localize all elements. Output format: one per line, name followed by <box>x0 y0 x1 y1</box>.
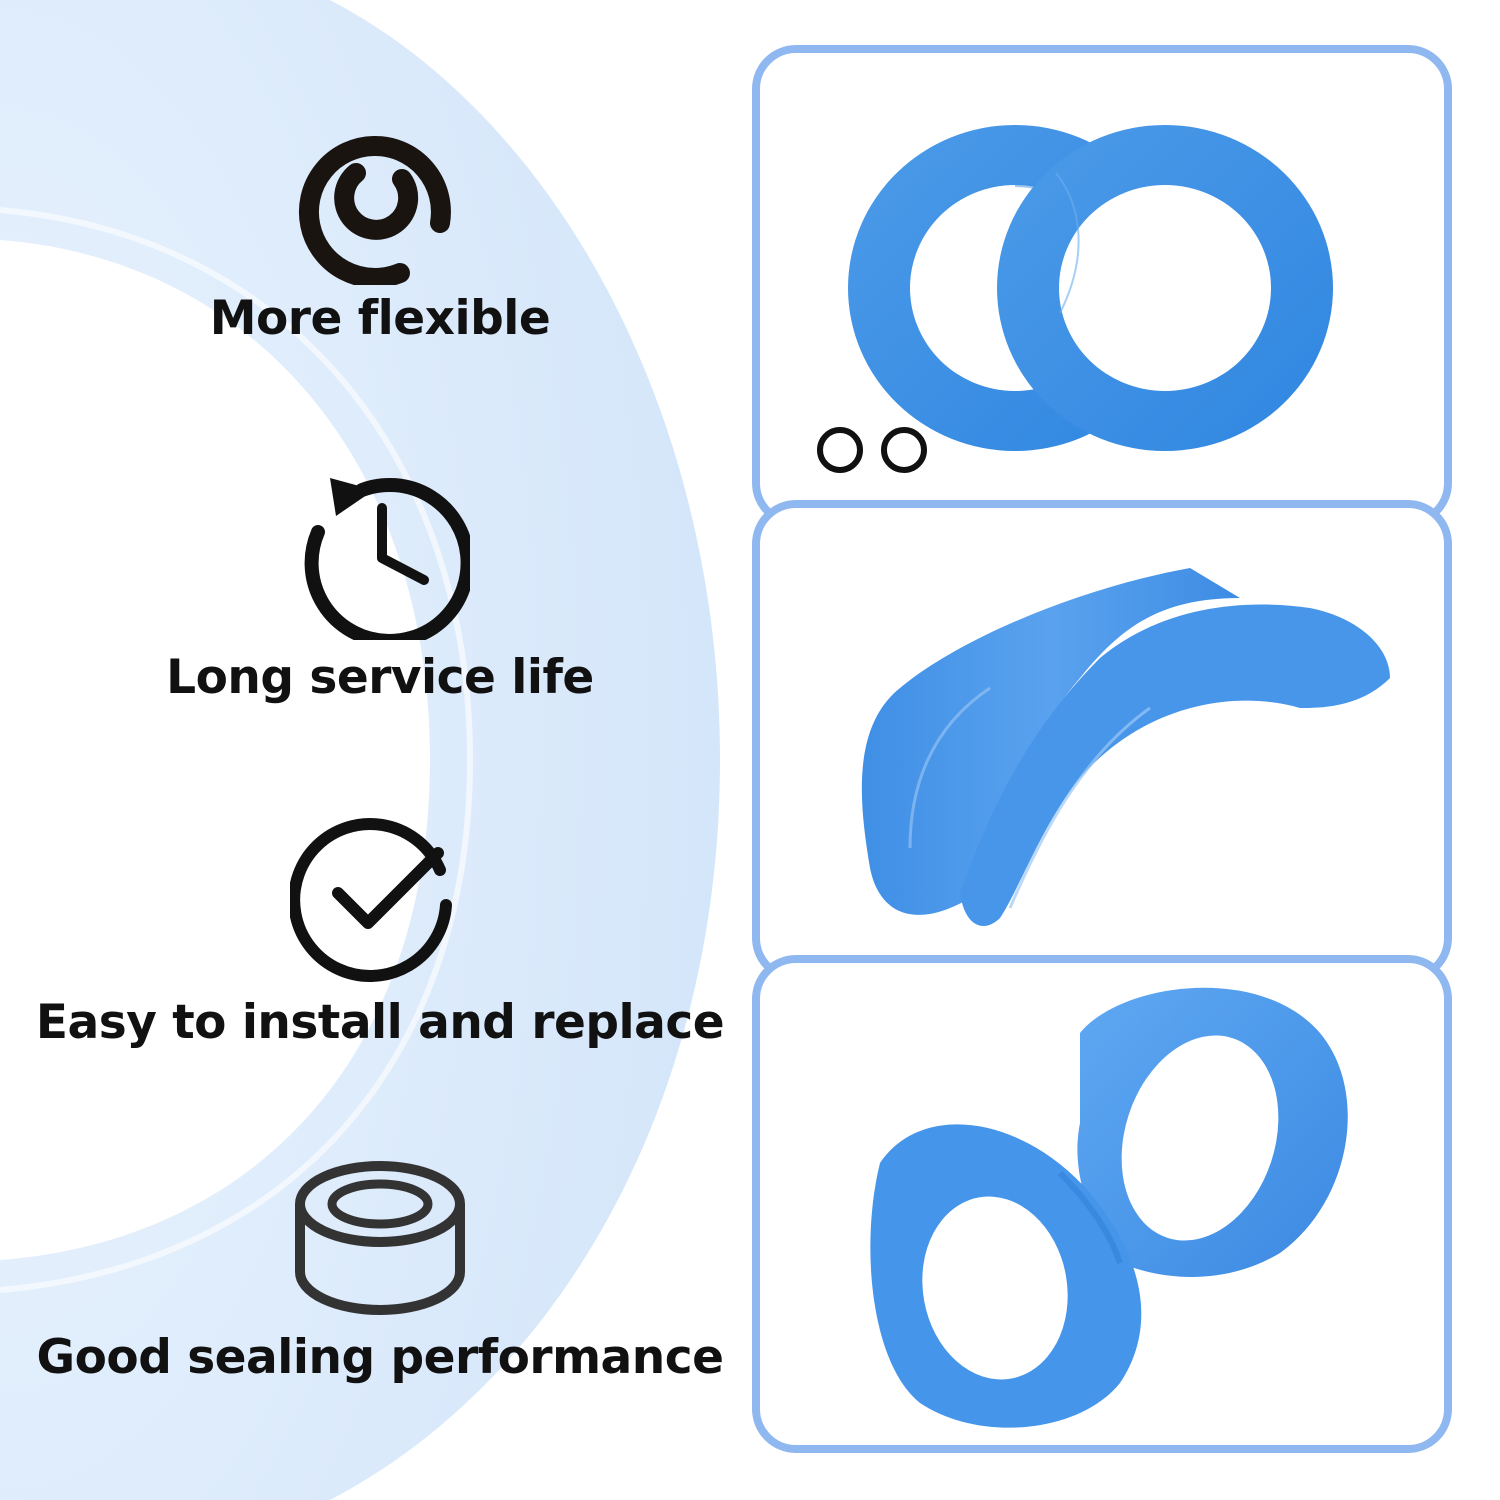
bent-seal-illustration <box>861 568 1390 926</box>
clock-history-icon <box>304 477 470 640</box>
flexible-swirl-icon <box>298 135 451 285</box>
feature-label: Long service life <box>166 650 594 705</box>
flat-seals-illustration <box>817 125 1333 473</box>
checkmark-circle-icon <box>290 818 452 982</box>
panel-two-flat-seals <box>752 45 1452 527</box>
feature-label: More flexible <box>209 291 551 346</box>
feature-easy-install: Easy to install and replace <box>0 815 760 1050</box>
panel-twisted-seal <box>752 955 1452 1453</box>
background-ring-decoration <box>0 0 720 1500</box>
panel-bent-seal <box>752 500 1452 982</box>
feature-label: Easy to install and replace <box>35 995 725 1050</box>
feature-long-service-life: Long service life <box>0 460 760 705</box>
feature-label: Good sealing performance <box>36 1330 724 1385</box>
seal-ring-icon <box>295 1161 465 1315</box>
feature-good-sealing: Good sealing performance <box>0 1160 760 1385</box>
feature-more-flexible: More flexible <box>0 105 760 346</box>
twisted-seal-illustration <box>870 987 1348 1428</box>
